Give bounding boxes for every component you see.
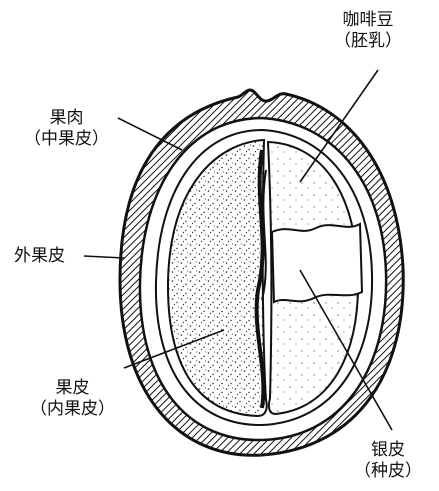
label-pulp-note: （中果皮）: [24, 129, 109, 150]
label-silverskin-name: 银皮: [354, 440, 422, 461]
label-pulp-name: 果肉: [24, 108, 109, 129]
silverskin-peel: [272, 224, 362, 302]
label-bean-note: （胚乳）: [334, 31, 402, 52]
label-pulp: 果肉 （中果皮）: [24, 108, 109, 150]
leader-exocarp: [84, 256, 124, 258]
label-silverskin-note: （种皮）: [354, 461, 422, 482]
label-parchment: 果皮 （内果皮）: [30, 378, 115, 420]
label-parchment-note: （内果皮）: [30, 399, 115, 420]
label-exocarp: 外果皮: [14, 246, 65, 267]
label-bean-name: 咖啡豆: [334, 10, 402, 31]
label-bean: 咖啡豆 （胚乳）: [334, 10, 402, 52]
label-parchment-name: 果皮: [30, 378, 115, 399]
label-exocarp-name: 外果皮: [14, 246, 65, 267]
label-silverskin: 银皮 （种皮）: [354, 440, 422, 482]
